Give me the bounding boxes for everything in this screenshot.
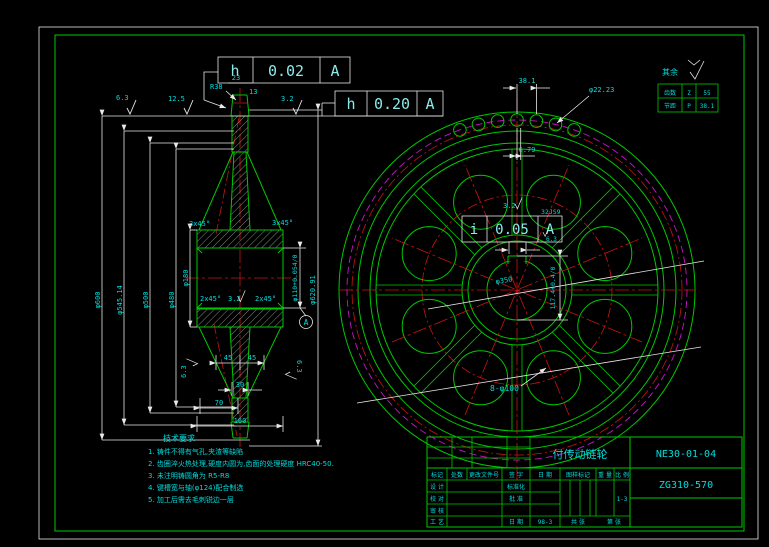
dim-dia600: φ600 bbox=[94, 292, 102, 309]
tolerance-frame-1: h 0.02 A bbox=[203, 56, 351, 109]
scale-value: 1-3 bbox=[617, 496, 628, 503]
sheet-total: 共 张 bbox=[571, 518, 585, 526]
dim-23: 23 bbox=[232, 74, 240, 82]
role-check: 校 对 bbox=[430, 495, 444, 503]
tol2-datum: A bbox=[425, 95, 434, 113]
tol1-datum: A bbox=[330, 62, 339, 80]
dim-dia110: φ110+0.054/0 bbox=[291, 254, 299, 301]
roughness-top-marks: 6.3 12.5 3.2 bbox=[116, 94, 303, 115]
note-2: 2. 齿圈淬火热处理,硬度内圆为,齿面的处理硬度 HRC40-50. bbox=[148, 459, 334, 468]
label-scale: 比 例 bbox=[615, 471, 629, 479]
param-pitch-sym: P bbox=[687, 103, 691, 110]
param-pitch-val: 38.1 bbox=[700, 103, 715, 110]
dim-dia180: φ180 bbox=[182, 270, 190, 287]
keyway-width: 32JS9 bbox=[541, 208, 561, 216]
sprocket-param-table: 齿数 Z 55 节距 P 38.1 bbox=[657, 83, 719, 113]
dim-dia500: φ500 bbox=[142, 292, 150, 309]
tol3-symbol: i bbox=[470, 222, 478, 238]
sheet-number: 第 张 bbox=[607, 518, 621, 526]
param-pitch-label: 节距 bbox=[664, 102, 676, 110]
tolerance-frame-2: h 0.20 A bbox=[321, 90, 444, 117]
rev-col-sign: 签 字 bbox=[509, 471, 523, 479]
dim-30: 30 bbox=[236, 381, 244, 389]
role-process: 工 艺 bbox=[430, 518, 444, 526]
sheet-border bbox=[38, 26, 759, 540]
rest-roughness-mark: 其余 bbox=[662, 59, 705, 80]
ra-63-bottom-left: 6.3 bbox=[180, 365, 188, 378]
tol2-value: 0.20 bbox=[374, 95, 410, 113]
note-3: 3. 未注明铸圆角为 R5-R8 bbox=[148, 471, 229, 480]
ra-63-top: 6.3 bbox=[116, 94, 129, 102]
right-view-front bbox=[338, 98, 705, 482]
dim-45-right: 45 bbox=[248, 354, 256, 362]
left-view-dimensions: R38 23 13 φ600 φ545.14 φ500 φ480 φ180 φ1 bbox=[94, 74, 443, 447]
cham-3x45-left: 3x45° bbox=[189, 220, 210, 228]
r38-label: R38 bbox=[210, 83, 223, 91]
roughness-check-icon bbox=[689, 60, 705, 80]
rev-col-mark: 标记 bbox=[431, 471, 443, 479]
title-block: NE30-01-04 ZG310-570 付传动链轮 标记 处数 更改文件号 签… bbox=[426, 436, 743, 528]
tol2-symbol: h bbox=[346, 95, 355, 113]
dim-roller-dia: φ22.23 bbox=[589, 86, 614, 94]
param-teeth-sym: Z bbox=[687, 90, 691, 97]
material-spec: ZG310-570 bbox=[659, 480, 713, 491]
technical-notes: 技术要求 1. 铸件不得有气孔,夹渣等缺陷 2. 齿圈淬火热处理,硬度内圆为,齿… bbox=[148, 433, 334, 504]
date-value: 98-3 bbox=[538, 519, 553, 526]
ra-125-top: 12.5 bbox=[168, 95, 185, 103]
dim-dia545: φ545.14 bbox=[116, 285, 124, 315]
param-teeth-label: 齿数 bbox=[664, 89, 676, 97]
dim-45-left: 45 bbox=[224, 354, 232, 362]
dim-160: 160 bbox=[234, 417, 247, 425]
tol1-symbol: h bbox=[230, 62, 239, 80]
role-review: 审 核 bbox=[430, 507, 444, 515]
label-mark: 图样标记 bbox=[566, 471, 590, 479]
rev-col-file: 更改文件号 bbox=[469, 471, 499, 479]
dim-key-depth: 117.4+0.4/0 bbox=[549, 266, 557, 309]
cham-2x45-left: 2x45° bbox=[200, 295, 221, 303]
param-teeth-val: 55 bbox=[703, 90, 711, 97]
tol3-datum: A bbox=[546, 222, 555, 238]
tol3-value: 0.05 bbox=[495, 222, 529, 238]
role-approve: 批 准 bbox=[509, 495, 523, 503]
right-view-dimensions: 38.1 6.79 φ22.23 i 0.05 A 3.2 32JS9 6.3 … bbox=[461, 77, 614, 393]
ra-32-top: 3.2 bbox=[281, 95, 294, 103]
rev-col-count: 处数 bbox=[451, 471, 463, 479]
notes-title: 技术要求 bbox=[163, 433, 195, 443]
rest-label: 其余 bbox=[662, 67, 678, 77]
rev-col-date: 日 期 bbox=[538, 471, 552, 479]
dim-seat-679: 6.79 bbox=[519, 146, 536, 154]
label-weight: 重 量 bbox=[598, 471, 612, 479]
ra-32-bore: 3.2 bbox=[228, 295, 241, 303]
dim-70: 70 bbox=[215, 399, 223, 407]
dim-dia620: φ620.91 bbox=[309, 275, 317, 305]
tol1-value: 0.02 bbox=[268, 62, 304, 80]
ra-63-keyway: 6.3 bbox=[546, 236, 557, 243]
role-standard: 标准化 bbox=[507, 483, 525, 491]
cham-2x45-right: 2x45° bbox=[255, 295, 276, 303]
note-1: 1. 铸件不得有气孔,夹渣等缺陷 bbox=[148, 447, 243, 456]
ra-63-bottom-right: 6.3 bbox=[295, 360, 303, 373]
role-design: 设 计 bbox=[430, 483, 444, 491]
dim-8-holes: 8-φ100 bbox=[490, 384, 519, 393]
dim-bolt-circle: φ350 bbox=[495, 275, 513, 286]
label-date: 日 期 bbox=[509, 518, 523, 526]
dim-13: 13 bbox=[249, 88, 257, 96]
ra-32-keyway: 3.2 bbox=[503, 202, 516, 210]
drawing-number: NE30-01-04 bbox=[656, 449, 716, 460]
cham-3x45-right: 3x45° bbox=[272, 219, 293, 227]
datum-a-label: A bbox=[304, 318, 309, 327]
note-4: 4. 键槽宽与轴(φ124)配合制选 bbox=[148, 483, 243, 492]
dim-pitch-381: 38.1 bbox=[519, 77, 536, 85]
dim-dia480: φ480 bbox=[168, 292, 176, 309]
note-5: 5. 加工后需去毛刺锐边一层 bbox=[148, 495, 234, 504]
part-name: 付传动链轮 bbox=[553, 447, 608, 461]
